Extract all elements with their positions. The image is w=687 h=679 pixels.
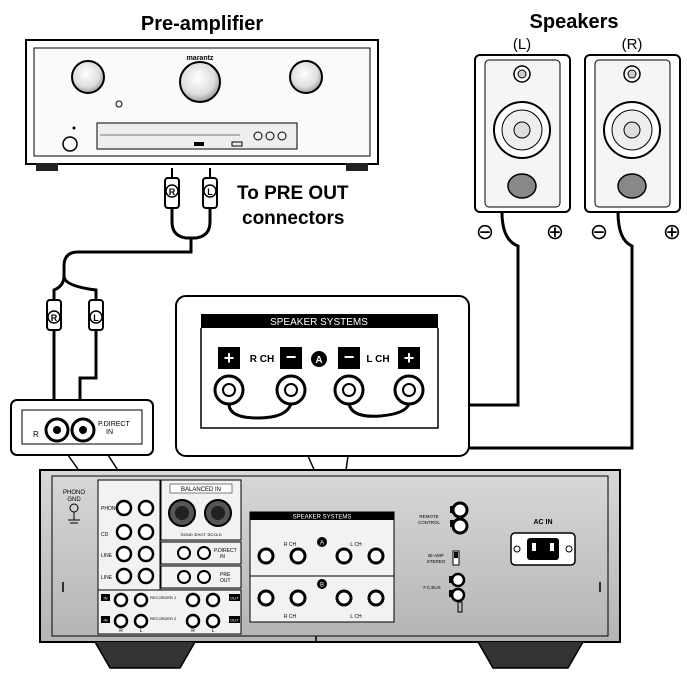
amp-plug-r-label: R (51, 313, 58, 323)
speaker-right (584, 54, 681, 213)
preout-label-line1: To PRE OUT (237, 183, 349, 204)
amp-rch-b-label: R CH (284, 614, 297, 620)
preamp-volume-knob (179, 61, 221, 103)
callout-a-badge: A (315, 355, 322, 366)
amp-lch-b-label: L CH (350, 614, 362, 620)
amp-stereo-label: STEREO (427, 559, 446, 564)
amp-rec-l-label: L (140, 628, 143, 634)
speaker-right-label: (R) (622, 36, 643, 53)
amp-phono-gnd-line2: GND (67, 497, 81, 503)
amp-speaker-systems-header: SPEAKER SYSTEMS (293, 515, 352, 521)
amp-cd-label: CD (101, 532, 109, 538)
preamp-right-knob (289, 60, 323, 94)
preamp-plug-l-label: L (207, 187, 213, 197)
amplifier-rear-panel: PHONO GND PHONO CD LINE LINE BALANCED IN… (39, 469, 621, 669)
right-speaker-cable (256, 211, 634, 450)
speaker-left-plus-terminal: ⊕ (546, 219, 564, 244)
svg-text:−: − (286, 347, 297, 367)
preamp-power-button (62, 136, 78, 152)
amp-balanced-in-label: BALANCED IN (181, 487, 221, 493)
amp-biamp-label: BI-AMP (428, 553, 444, 558)
amp-b-badge: B (320, 583, 324, 589)
amp-pre-out-label: OUT (220, 578, 231, 584)
amp-rch-a-label: R CH (284, 542, 297, 548)
preamp-left-knob (71, 60, 105, 94)
amp-a-badge: A (320, 541, 324, 547)
speaker-systems-callout: SPEAKER SYSTEMS R CH L CH A + − − + (175, 295, 470, 457)
preamp-title: Pre-amplifier (141, 13, 263, 35)
svg-text:+: + (404, 348, 415, 368)
left-speaker-cable (396, 211, 520, 407)
amp-pdirect-in-label: IN (220, 554, 225, 560)
callout-direct-r-label: R (33, 430, 39, 439)
speakers-title: Speakers (530, 11, 619, 33)
preamplifier-unit: marantz (25, 39, 379, 171)
svg-text:+: + (224, 348, 235, 368)
amp-remote-label-1: REMOTE (419, 514, 438, 519)
speaker-right-minus-terminal: ⊖ (590, 219, 608, 244)
preamp-brand: marantz (187, 55, 214, 62)
speaker-right-plus-terminal: ⊕ (663, 219, 681, 244)
callout-speaker-header: SPEAKER SYSTEMS (270, 317, 368, 328)
amp-line1-label: LINE (101, 553, 113, 559)
svg-text:−: − (344, 347, 355, 367)
preout-label-line2: connectors (242, 208, 344, 229)
p-direct-callout: R P.DIRECT IN (10, 399, 154, 456)
amp-rec1-in: IN (104, 596, 108, 601)
amp-rec2-out: OUT (230, 618, 239, 623)
preamp-plug-r-label: R (169, 187, 176, 197)
amp-line2-label: LINE (101, 575, 113, 581)
callout-direct-line2: IN (106, 429, 113, 436)
amp-plug-l-label: L (93, 313, 99, 323)
amp-remote-label-2: CONTROL (418, 520, 440, 525)
speaker-left (474, 54, 571, 213)
speaker-left-label: (L) (513, 36, 531, 53)
callout-lch-label: L CH (366, 354, 389, 365)
callout-rch-label: R CH (250, 354, 274, 365)
amp-balanced-pins: ①GND ②HOT ③COLD (180, 532, 221, 537)
amp-phono-label: PHONO (101, 506, 119, 512)
amp-ac-in-label: AC IN (533, 519, 552, 526)
amp-recorder2-label: RECORDER 2 (150, 616, 177, 621)
speaker-left-minus-terminal: ⊖ (476, 219, 494, 244)
amp-fcbus-label: F.C.BUS (423, 585, 440, 590)
preamp-rca-plugs: R L (52, 168, 218, 300)
callout-direct-line1: P.DIRECT (98, 421, 130, 428)
amp-phono-gnd-line1: PHONO (63, 490, 85, 496)
amp-rec-r2-label: R (191, 628, 195, 634)
amp-lch-a-label: L CH (350, 542, 362, 548)
amp-rec2-in: IN (104, 618, 108, 623)
amp-pdirect-label: P.DIRECT (214, 548, 237, 554)
amp-pre-label: PRE (220, 572, 231, 578)
amp-rec1-out: OUT (230, 596, 239, 601)
amp-recorder1-label: RECORDER 1 (150, 595, 177, 600)
amp-rec-l2-label: L (212, 628, 215, 634)
amp-rec-r-label: R (119, 628, 123, 634)
